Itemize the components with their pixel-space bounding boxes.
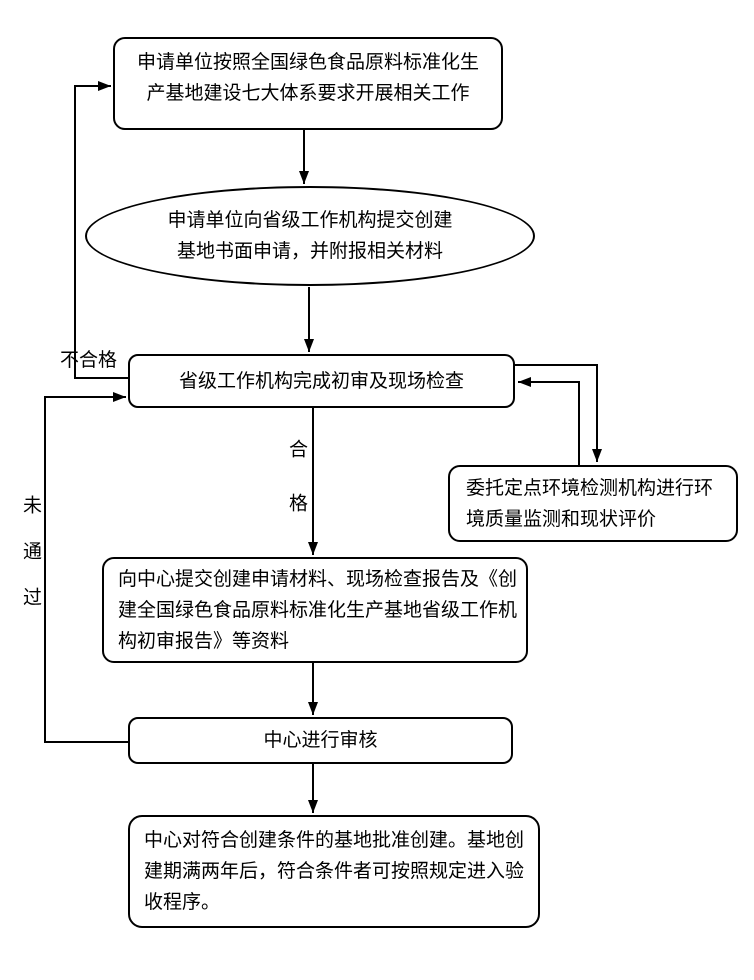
node-step3-provincial-preliminary-review: 省级工作机构完成初审及现场检查 <box>128 354 515 408</box>
edge-step3-to-step4-arrow <box>515 364 602 462</box>
node-step7-text: 中心对符合创建条件的基地批准创建。基地创建期满两年后，符合条件者可按照规定进入验… <box>144 830 525 913</box>
edge-step3-to-step1-fail-arrow <box>74 81 128 379</box>
node-step2-text: 申请单位向省级工作机构提交创建基地书面申请，并附报相关材料 <box>167 210 453 262</box>
node-step5-submit-materials-to-center: 向中心提交创建申请材料、现场检查报告及《创建全国绿色食品原料标准化生产基地省级工… <box>102 557 528 663</box>
node-step1-text: 申请单位按照全国绿色食品原料标准化生产基地建设七大体系要求开展相关工作 <box>136 51 479 104</box>
node-step6-text: 中心进行审核 <box>263 730 378 751</box>
node-step5-text: 向中心提交创建申请材料、现场检查报告及《创建全国绿色食品原料标准化生产基地省级工… <box>118 568 518 652</box>
edge-step4-to-step3-arrow <box>518 377 580 465</box>
node-step1-carry-out-work: 申请单位按照全国绿色食品原料标准化生产基地建设七大体系要求开展相关工作 <box>113 37 503 130</box>
edge-label-fail: 不合格 <box>60 350 118 371</box>
node-step6-center-review: 中心进行审核 <box>128 717 513 764</box>
node-step4-text: 委托定点环境检测机构进行环境质量监测和现状评价 <box>466 477 714 530</box>
node-step7-approval-and-acceptance: 中心对符合创建条件的基地批准创建。基地创建期满两年后，符合条件者可按照规定进入验… <box>128 815 540 928</box>
node-step2-submit-application: 申请单位向省级工作机构提交创建基地书面申请，并附报相关材料 <box>85 186 535 286</box>
edge-label-pass: 合格 <box>286 439 307 547</box>
edge-step6-to-step3-notpassed-arrow <box>44 392 128 743</box>
node-step4-environment-monitoring: 委托定点环境检测机构进行环境质量监测和现状评价 <box>448 465 738 542</box>
edge-label-not-passed: 未通过 <box>20 495 41 633</box>
node-step3-text: 省级工作机构完成初审及现场检查 <box>178 370 464 392</box>
